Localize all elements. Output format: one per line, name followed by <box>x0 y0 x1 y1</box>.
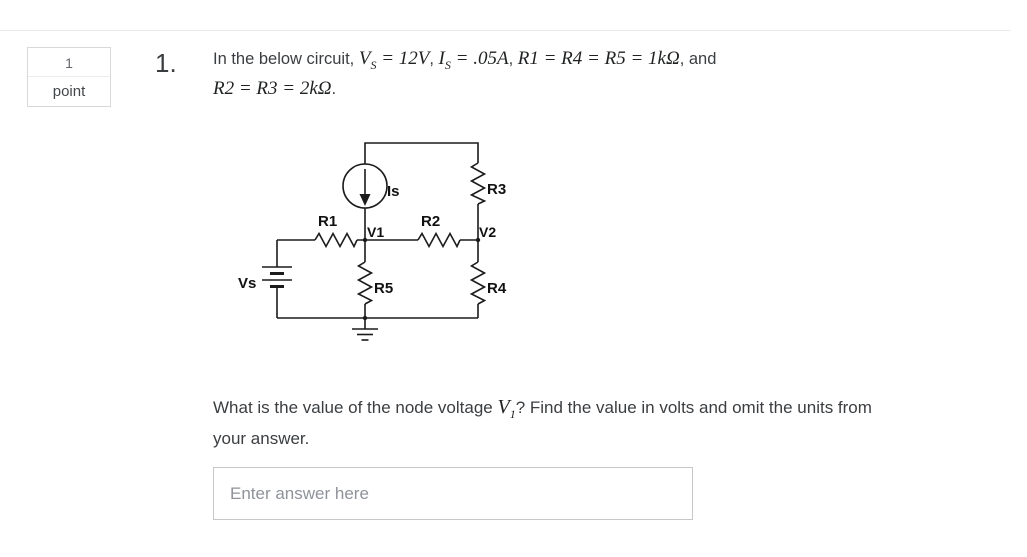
question-number: 1. <box>155 48 177 78</box>
points-value: 1 <box>65 55 73 71</box>
ground-icon <box>352 318 378 341</box>
label-r3: R3 <box>487 181 506 198</box>
label-node-v2: V2 <box>479 224 496 240</box>
period: . <box>331 80 337 98</box>
answer-input[interactable] <box>213 467 693 520</box>
node-v1-dot <box>362 237 368 243</box>
question-text: In the below circuit, VS = 12V, IS = .05… <box>213 44 973 104</box>
node-v2-dot <box>475 237 481 243</box>
label-vs: Vs <box>238 275 256 292</box>
ground-node-dot <box>362 315 368 321</box>
comma: , <box>508 50 518 68</box>
math-is: IS = .05A <box>438 48 509 72</box>
math-r-chain-1: R1 = R4 = R5 = 1kΩ <box>517 48 680 69</box>
resistor-r3: R3 <box>469 162 506 240</box>
label-r1: R1 <box>318 213 337 230</box>
resistor-r5: R5 <box>356 240 393 318</box>
resistor-r1: R1 <box>314 213 358 249</box>
label-node-v1: V1 <box>367 224 384 240</box>
top-divider <box>0 30 1010 31</box>
resistor-r2: R2 <box>417 213 461 249</box>
math-v1: V1 <box>497 396 516 421</box>
current-source-is: Is <box>342 163 400 240</box>
voltage-source-vs: Vs <box>238 240 292 318</box>
label-r4: R4 <box>487 280 507 297</box>
question-prompt: What is the value of the node voltage V1… <box>213 392 1013 454</box>
circuit-diagram: Is R1 R2 V1 V2 Vs R <box>238 142 507 341</box>
prompt-before: What is the value of the node voltage <box>213 398 498 417</box>
label-is: Is <box>387 183 400 200</box>
math-r-chain-2: R2 = R3 = 2kΩ <box>213 78 332 99</box>
comma: , <box>429 50 439 68</box>
label-r2: R2 <box>421 213 440 230</box>
label-r5: R5 <box>374 280 393 297</box>
points-divider <box>28 76 110 77</box>
prompt-after: ? Find the value in volts and omit the u… <box>515 398 872 417</box>
prompt-line2: your answer. <box>213 429 310 448</box>
points-box: 1 point <box>27 47 111 107</box>
resistor-r4: R4 <box>469 240 507 318</box>
math-vs: VS = 12V <box>358 48 430 72</box>
question-tail: , and <box>679 50 717 68</box>
current-arrow-down-icon <box>359 194 371 206</box>
top-wire <box>364 142 479 164</box>
question-intro: In the below circuit, <box>213 50 359 68</box>
points-label: point <box>52 83 86 100</box>
